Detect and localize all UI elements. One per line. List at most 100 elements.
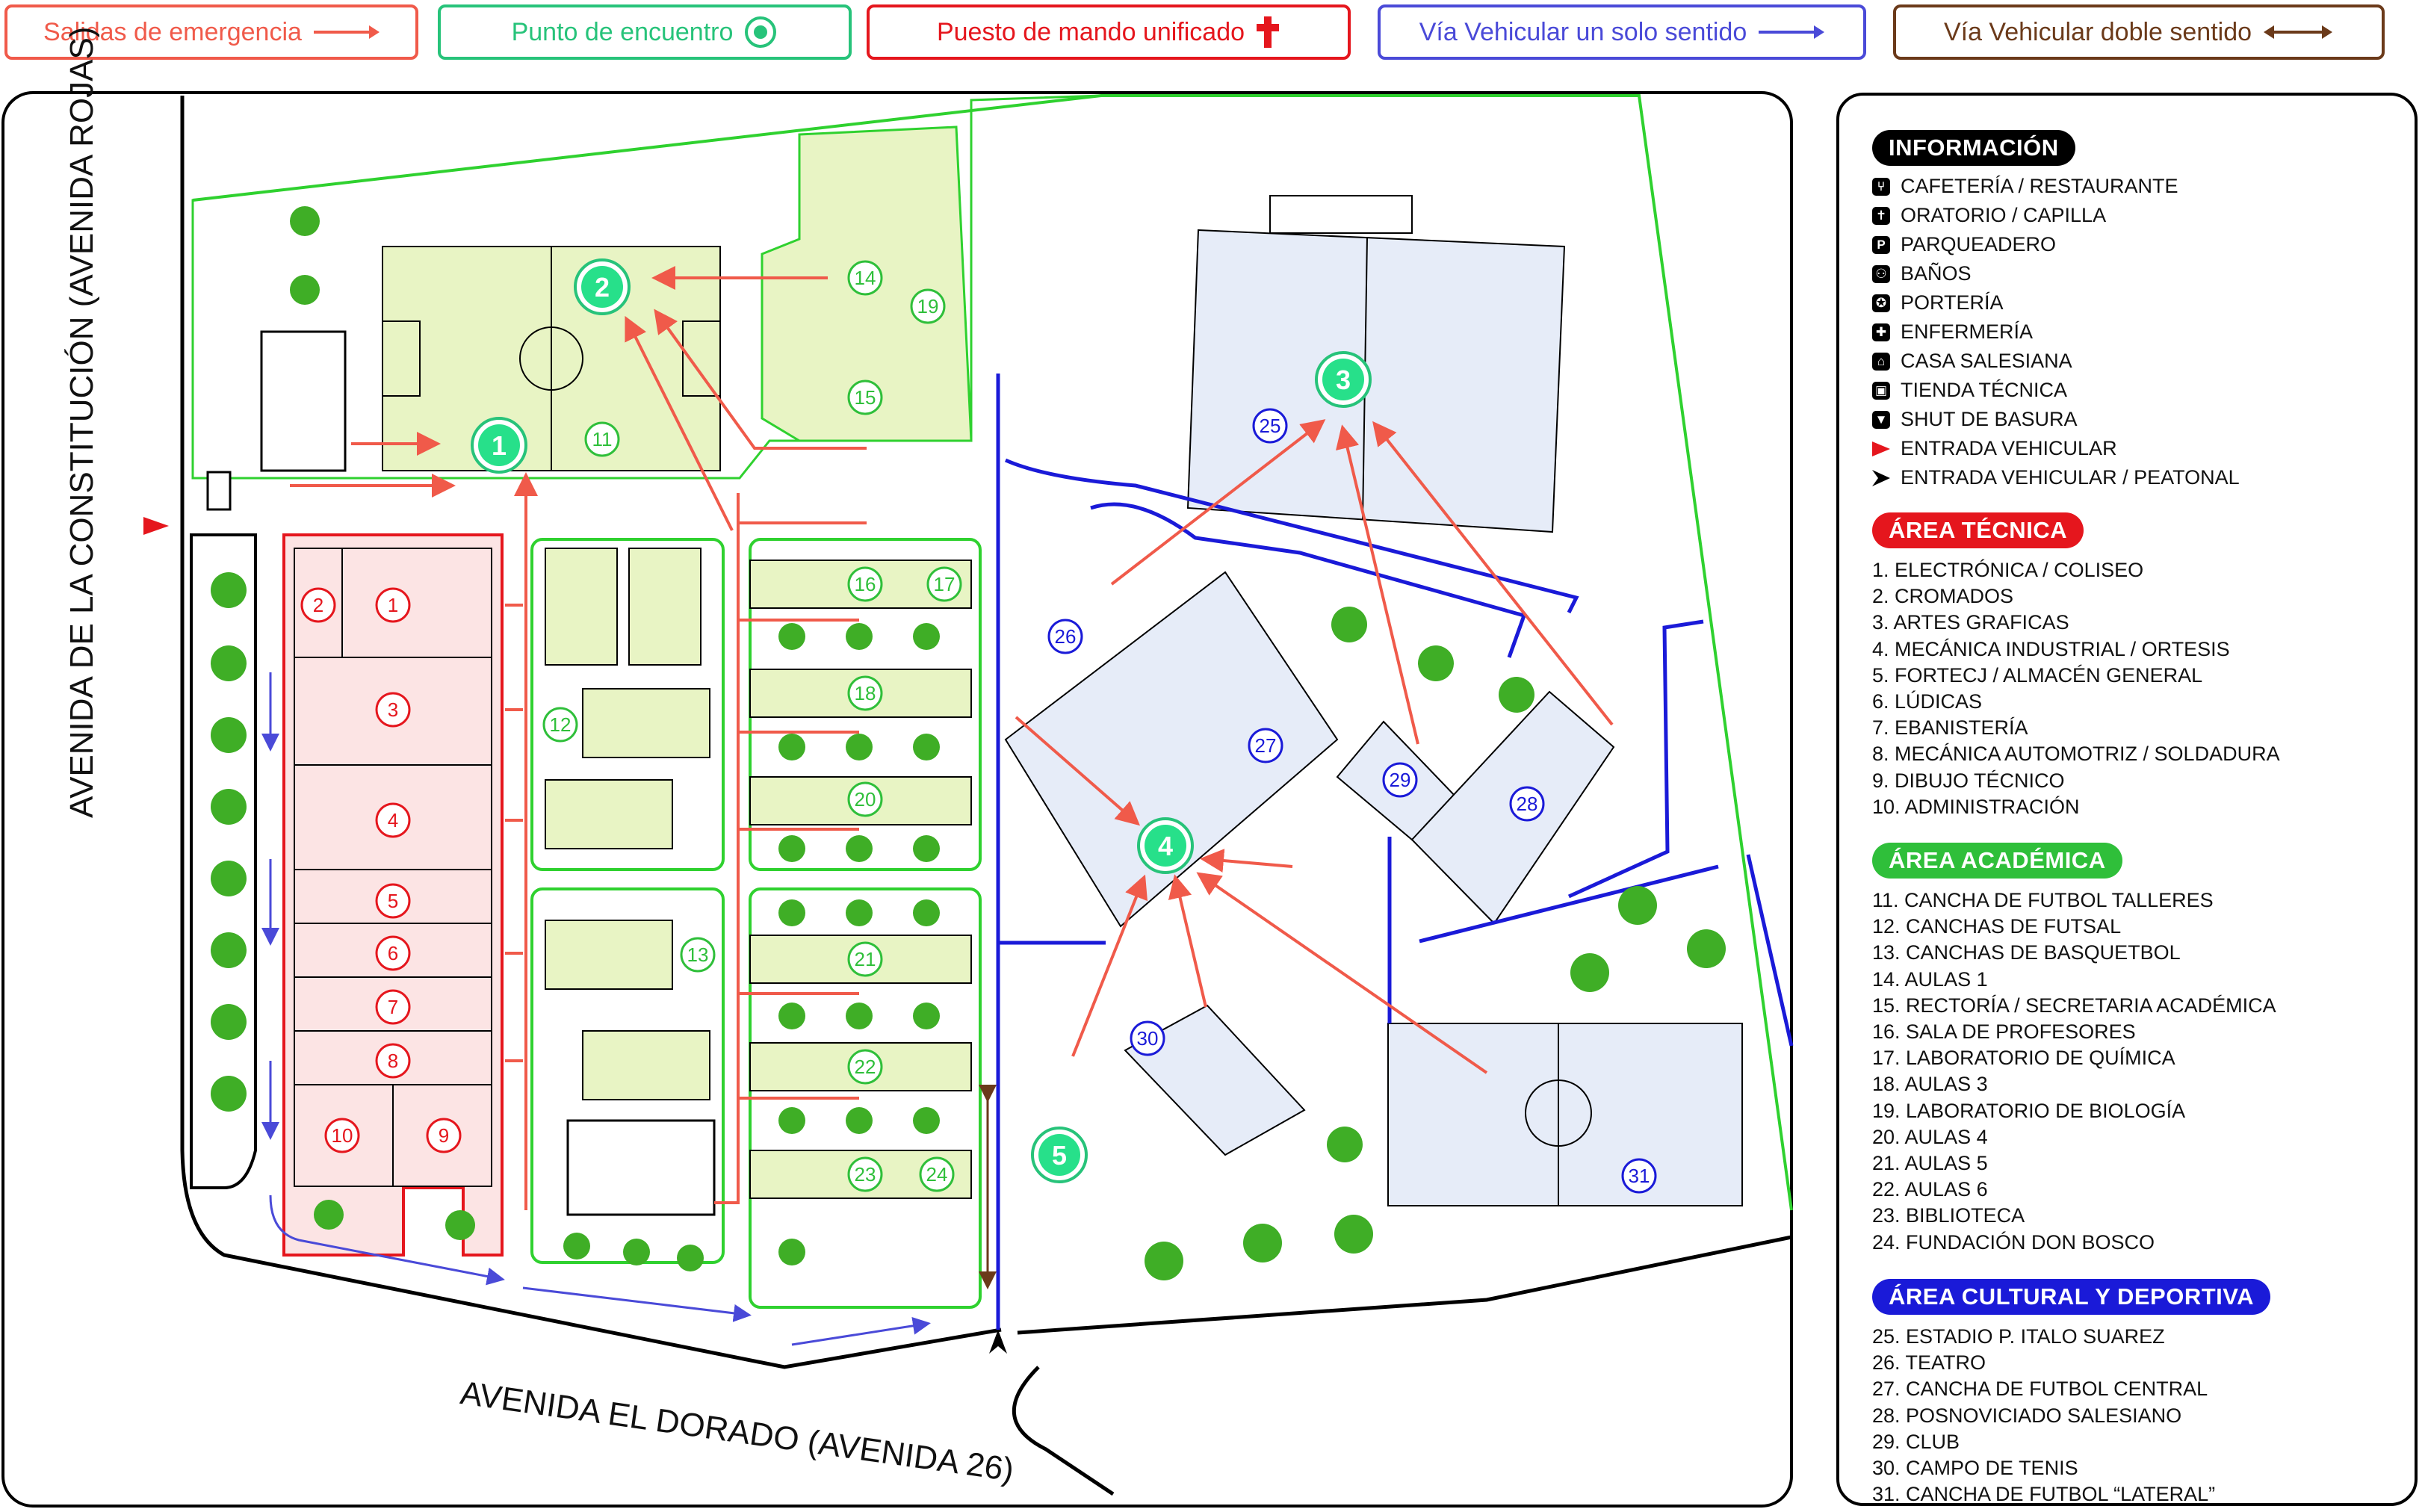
area-item: 3. ARTES GRAFICAS: [1872, 611, 2069, 634]
site-label-11: 11: [584, 421, 620, 457]
tennis-30: [1124, 1004, 1306, 1156]
info-title: INFORMACIÓN: [1872, 130, 2075, 166]
site-label-20: 20: [847, 781, 883, 817]
area-title: ÁREA ACADÉMICA: [1872, 843, 2122, 879]
site-label-15: 15: [847, 379, 883, 415]
legend-meeting-point: Punto de encuentro: [438, 4, 852, 60]
technical-buildings: [294, 548, 492, 1187]
site-number: 1: [388, 594, 398, 616]
classroom-blocks: [749, 560, 972, 1199]
legend-label: Vía Vehicular un solo sentido: [1419, 17, 1747, 46]
area-item: 8. MECÁNICA AUTOMOTRIZ / SOLDADURA: [1872, 743, 2280, 766]
first-aid-icon: ✚: [1872, 323, 1890, 341]
map-frame: [1, 91, 1793, 1508]
target-icon: [745, 16, 777, 48]
site-number: 13: [687, 944, 709, 966]
site-label-16: 16: [847, 566, 883, 602]
field-27: [1004, 571, 1339, 928]
site-label-13: 13: [680, 937, 716, 973]
site-number: 12: [550, 713, 572, 736]
legend-label: Puesto de mando unificado: [936, 17, 1245, 46]
site-label-17: 17: [926, 566, 962, 602]
info-item: ✝ORATORIO / CAPILLA: [1872, 201, 2240, 230]
site-label-25: 25: [1252, 408, 1288, 444]
site-label-30: 30: [1130, 1020, 1165, 1056]
info-section: INFORMACIÓN ⑂CAFETERÍA / RESTAURANTE✝ORA…: [1872, 130, 2240, 492]
site-label-22: 22: [847, 1049, 883, 1085]
star-icon: ✪: [1872, 294, 1890, 312]
site-label-10: 10: [324, 1118, 360, 1153]
site-label-1: 1: [375, 587, 411, 623]
area-item: 10. ADMINISTRACIÓN: [1872, 795, 2080, 818]
info-item-label: ENFERMERÍA: [1901, 320, 2034, 343]
area-item: 9. DIBUJO TÉCNICO: [1872, 769, 2065, 792]
area-academic: ÁREA ACADÉMICA 11. CANCHA DE FUTBOL TALL…: [1872, 843, 2276, 1256]
site-number: 14: [855, 267, 876, 289]
meeting-point-label: 4: [1158, 831, 1173, 861]
info-item-label: SHUT DE BASURA: [1901, 408, 2078, 430]
area-item: 2. CROMADOS: [1872, 585, 2014, 608]
info-item-label: ENTRADA VEHICULAR / PEATONAL: [1901, 466, 2240, 489]
site-number: 2: [313, 594, 323, 616]
site-number: 11: [592, 428, 613, 450]
area-cultural: ÁREA CULTURAL Y DEPORTIVA 25. ESTADIO P.…: [1872, 1279, 2271, 1508]
area-item: 18. AULAS 3: [1872, 1073, 1988, 1096]
emergency-routes: [290, 266, 1614, 1210]
legend-two-way-road: Vía Vehicular doble sentido: [1893, 4, 2385, 60]
area-item: 16. SALA DE PROFESORES: [1872, 1020, 2136, 1044]
site-number: 8: [388, 1050, 398, 1072]
info-item-label: CAFETERÍA / RESTAURANTE: [1901, 175, 2178, 197]
meeting-point-4: 4: [1137, 817, 1194, 874]
info-item: ⑂CAFETERÍA / RESTAURANTE: [1872, 172, 2240, 201]
red-arrow-icon: [313, 25, 380, 39]
site-label-31: 31: [1621, 1158, 1657, 1194]
site-number: 19: [917, 295, 939, 317]
site-number: 16: [855, 573, 876, 595]
legend-command-post: Puesto de mando unificado: [867, 4, 1351, 60]
blue-roads: [996, 374, 1794, 1330]
area-item: 15. RECTORÍA / SECRETARIA ACADÉMICA: [1872, 994, 2276, 1017]
one-way-arrows: [261, 672, 931, 1346]
info-item: ENTRADA VEHICULAR / PEATONAL: [1872, 463, 2240, 492]
info-item: ✚ ENFERMERÍA: [1872, 317, 2240, 347]
info-item-label: TIENDA TÉCNICA: [1901, 379, 2068, 401]
zone-futsal: [530, 538, 725, 871]
double-arrow-icon: [2264, 25, 2333, 39]
legend-label: Vía Vehicular doble sentido: [1943, 17, 2252, 46]
site-number: 28: [1517, 793, 1538, 815]
site-number: 10: [332, 1124, 353, 1147]
area-title: ÁREA TÉCNICA: [1872, 512, 2084, 548]
site-label-7: 7: [375, 989, 411, 1025]
site-number: 6: [388, 942, 398, 964]
area-item: 27. CANCHA DE FUTBOL CENTRAL: [1872, 1378, 2208, 1401]
info-item-label: CASA SALESIANA: [1901, 350, 2072, 372]
site-number: 23: [855, 1163, 876, 1186]
gatehouse: [206, 471, 232, 511]
legend-label: Salidas de emergencia: [43, 17, 302, 46]
site-label-8: 8: [375, 1043, 411, 1079]
black-arrow-icon: [1872, 469, 1890, 487]
field-31: [1387, 1023, 1743, 1206]
site-label-5: 5: [375, 883, 411, 919]
site-label-14: 14: [847, 260, 883, 296]
meeting-point-label: 2: [595, 272, 610, 303]
meeting-point-label: 5: [1052, 1140, 1067, 1171]
meeting-point-3: 3: [1315, 351, 1372, 408]
site-label-29: 29: [1382, 762, 1418, 798]
enfermeria-building: [566, 1119, 716, 1216]
cafeteria-building: [260, 330, 347, 472]
area-item: 11. CANCHA DE FUTBOL TALLERES: [1872, 889, 2214, 911]
info-item-label: PORTERÍA: [1901, 291, 2004, 314]
area-item: 7. EBANISTERÍA: [1872, 716, 2028, 740]
site-number: 24: [926, 1163, 948, 1186]
info-item-label: PARQUEADERO: [1901, 233, 2057, 255]
site-number: 18: [855, 682, 876, 704]
area-item: 5. FORTECJ / ALMACÉN GENERAL: [1872, 663, 2203, 687]
area-item: 30. CAMPO DE TENIS: [1872, 1457, 2078, 1480]
meeting-point-2: 2: [574, 258, 631, 315]
